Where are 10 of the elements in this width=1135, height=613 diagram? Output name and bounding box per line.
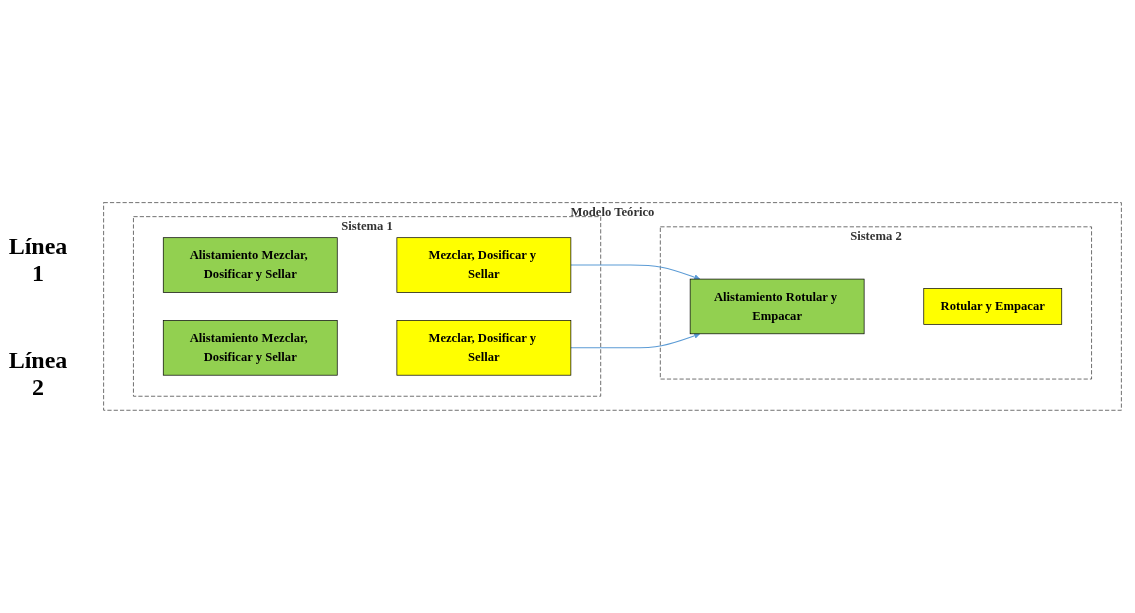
node-box: Rotular y Empacar (923, 288, 1063, 325)
node-box: Mezclar, Dosificar y Sellar (396, 237, 572, 293)
node-box: Alistamiento Mezclar, Dosificar y Sellar (162, 237, 338, 293)
arrow (570, 332, 701, 349)
row-label: Línea 2 (8, 346, 68, 401)
node-box: Alistamiento Mezclar, Dosificar y Sellar (162, 320, 338, 376)
node-box: Alistamiento Rotular y Empacar (689, 278, 865, 335)
row-label: Línea 1 (8, 232, 68, 287)
arrow (570, 264, 701, 281)
node-box: Mezclar, Dosificar y Sellar (396, 320, 572, 376)
